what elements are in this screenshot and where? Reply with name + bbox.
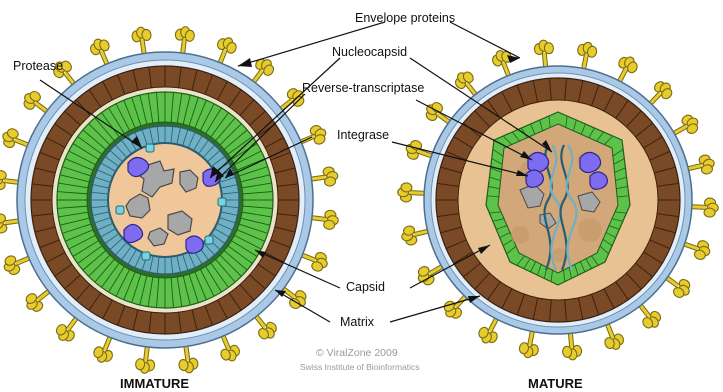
- mature-spike: [534, 40, 554, 69]
- immature-spike: [299, 124, 327, 146]
- immature-spike: [216, 36, 238, 64]
- mature-spike: [649, 80, 674, 105]
- immature-spike: [255, 315, 278, 341]
- mature-spike: [686, 154, 715, 175]
- immature-spike: [178, 345, 198, 374]
- mature-spike: [665, 277, 691, 300]
- credit-line-1: © ViralZone 2009: [316, 347, 398, 359]
- label-matrix: Matrix: [340, 315, 375, 329]
- mature-spike: [672, 113, 699, 135]
- immature-spike: [24, 290, 50, 313]
- immature-spike: [3, 254, 31, 276]
- immature-spike: [92, 335, 114, 363]
- mature-spike: [401, 225, 430, 246]
- mature-spike: [518, 330, 539, 359]
- mature-spike: [397, 183, 426, 203]
- mature-spike: [562, 331, 582, 360]
- mature-spike: [617, 55, 639, 82]
- mature-spike: [405, 139, 433, 161]
- immature-spike: [131, 27, 151, 56]
- immature-spike: [310, 210, 339, 230]
- immature-spike: [175, 26, 195, 55]
- mature-spike: [683, 239, 711, 261]
- credit-line-2: Swiss Institute of Bioinformatics: [300, 362, 420, 372]
- immature-spike: [1, 127, 29, 149]
- mature-virion: [397, 40, 718, 360]
- mature-spike: [690, 198, 719, 218]
- caption-immature: IMMATURE: [120, 376, 189, 391]
- immature-spike: [300, 251, 328, 273]
- mature-spike: [424, 101, 450, 124]
- immature-spike: [89, 38, 111, 66]
- mature-spike: [577, 42, 598, 71]
- mature-spike: [603, 323, 625, 351]
- label-envelope-proteins: Envelope proteins: [355, 11, 455, 25]
- mature-spike: [639, 304, 662, 330]
- label-nucleocapsid: Nucleocapsid: [332, 45, 407, 59]
- immature-spike: [135, 345, 155, 374]
- mature-spike: [417, 265, 444, 287]
- mature-spike: [477, 317, 499, 344]
- immature-spike: [219, 334, 241, 362]
- immature-spike: [310, 166, 339, 186]
- mature-spike: [453, 70, 476, 96]
- label-protease: Protease: [13, 59, 63, 73]
- mature-spike: [442, 295, 467, 320]
- immature-spike: [22, 89, 48, 112]
- immature-spike: [54, 317, 77, 343]
- immature-virion: [0, 26, 339, 374]
- label-capsid: Capsid: [346, 280, 385, 294]
- label-reverse-transcriptase: Reverse-transcriptase: [302, 81, 424, 95]
- caption-mature: MATURE: [528, 376, 583, 391]
- mature-spike: [491, 49, 513, 77]
- label-integrase: Integrase: [337, 128, 389, 142]
